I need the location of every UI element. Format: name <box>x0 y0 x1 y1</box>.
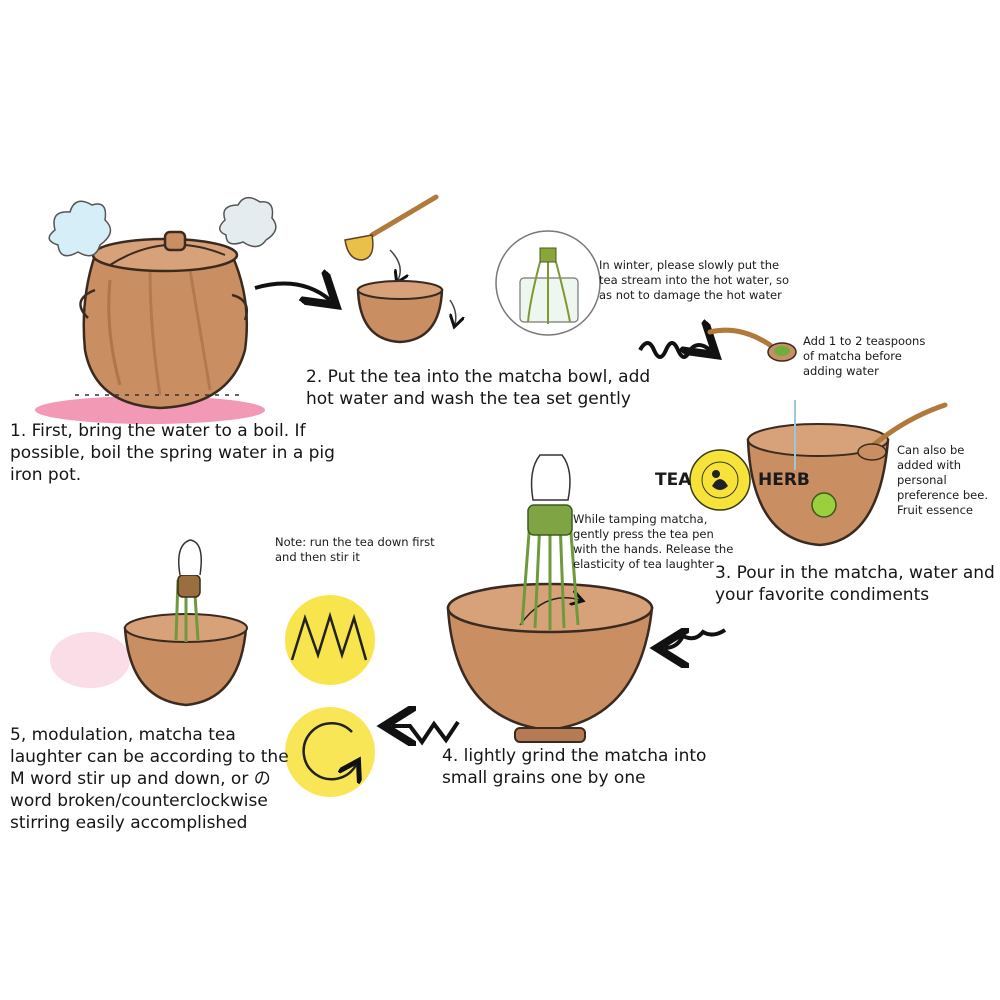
tea-herb-seal-logo <box>689 449 751 511</box>
winter-note: In winter, please slowly put the tea str… <box>599 258 790 302</box>
step5-caption: 5, modulation, matcha tea laughter can b… <box>10 725 289 833</box>
iron-pot-illustration <box>35 196 277 424</box>
condiments-note: Can also be added with personal preferen… <box>897 443 988 517</box>
tamping-note: While tamping matcha, gently press the t… <box>573 512 734 571</box>
whisk-in-water-illustration <box>495 230 601 336</box>
step4-caption: 4. lightly grind the matcha into small g… <box>442 746 707 788</box>
teaspoons-note: Add 1 to 2 teaspoons of matcha before ad… <box>803 334 926 378</box>
matcha-bowl-with-scoop-illustration <box>344 194 456 344</box>
spoon-with-matcha-illustration <box>707 327 797 362</box>
counterclockwise-stir-icon <box>285 707 375 797</box>
brand-word-herb: HERB <box>758 470 810 490</box>
stir-note: Note: run the tea down first and then st… <box>275 535 435 564</box>
step1-caption: 1. First, bring the water to a boil. If … <box>10 421 335 485</box>
stirring-bowl-illustration <box>50 539 248 707</box>
grinding-bowl-with-whisk-illustration <box>446 454 654 743</box>
step3-caption: 3. Pour in the matcha, water and your fa… <box>715 563 995 605</box>
step2-caption: 2. Put the tea into the matcha bowl, add… <box>306 367 651 409</box>
bowl-with-condiments-illustration <box>746 400 948 547</box>
brand-word-tea: TEA <box>655 470 692 490</box>
m-stroke-stir-icon <box>285 595 375 685</box>
